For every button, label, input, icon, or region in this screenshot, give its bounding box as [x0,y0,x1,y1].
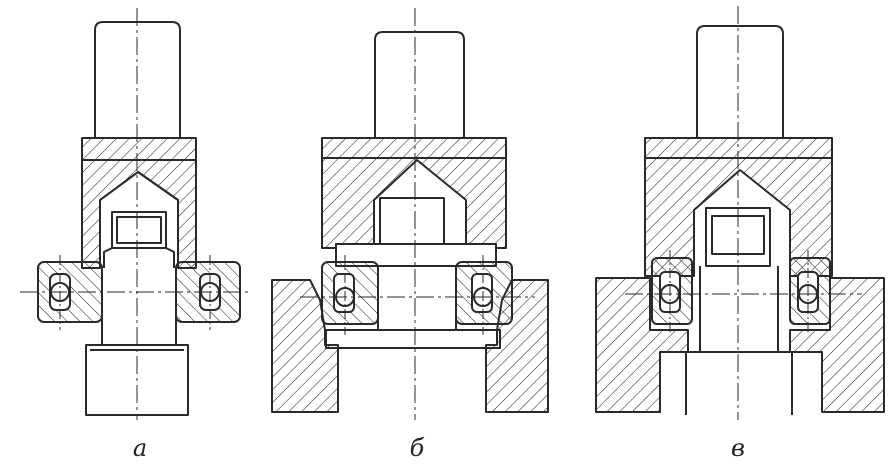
view-a-base [85,344,189,416]
label-view-b: б [409,434,425,462]
label-view-c: в [731,434,745,462]
view-b-inner-block [379,197,445,247]
view-c-top-shaft [696,25,784,138]
label-view-a: а [132,434,148,462]
view-b [271,8,549,420]
view-b-top-shaft [374,31,465,138]
view-b-collar [335,243,497,267]
view-c-lower-shaft [685,352,793,415]
view-a [20,8,250,420]
view-b-base-plate [325,329,501,349]
view-c [595,6,885,420]
view-a-shaft [103,247,175,268]
